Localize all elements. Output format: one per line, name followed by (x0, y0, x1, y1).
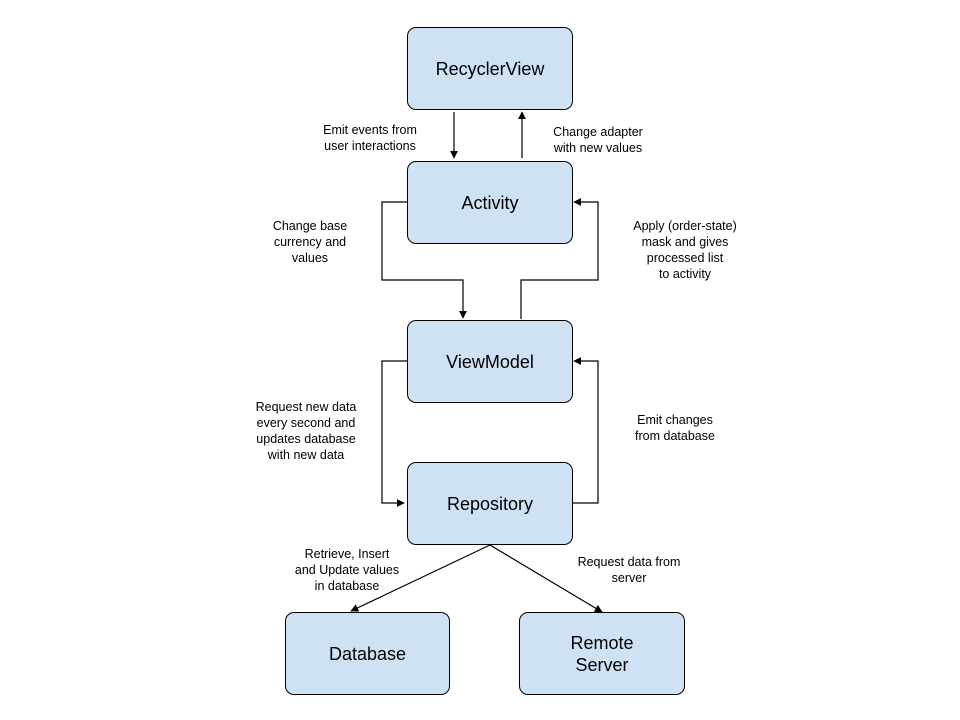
edge-repository-to-database (350, 544, 491, 612)
label-apply-mask: Apply (order-state) mask and gives proce… (633, 219, 737, 281)
label-emit-changes: Emit changes from database (635, 413, 715, 443)
label-emit-events: Emit events from user interactions (323, 123, 417, 153)
label-request-new-data: Request new data every second and update… (255, 400, 357, 462)
node-activity: Activity (407, 161, 573, 244)
node-repository: Repository (407, 462, 573, 545)
edge-repository-to-remote-server (489, 544, 603, 613)
edge-activity-to-viewmodel (381, 201, 467, 319)
edge-viewmodel-to-repository (381, 360, 407, 507)
label-change-adapter: Change adapter with new values (553, 125, 643, 155)
node-remote-server: Remote Server (519, 612, 685, 695)
label-change-base-currency: Change base currency and values (272, 219, 348, 265)
node-viewmodel: ViewModel (407, 320, 573, 403)
label-retrieve-insert-update: Retrieve, Insert and Update values in da… (294, 547, 400, 593)
edge-repository-to-viewmodel (573, 357, 599, 504)
label-request-data-server: Request data from server (577, 555, 681, 585)
node-database: Database (285, 612, 450, 695)
edge-viewmodel-to-activity (520, 198, 599, 319)
node-recyclerview: RecyclerView (407, 27, 573, 110)
